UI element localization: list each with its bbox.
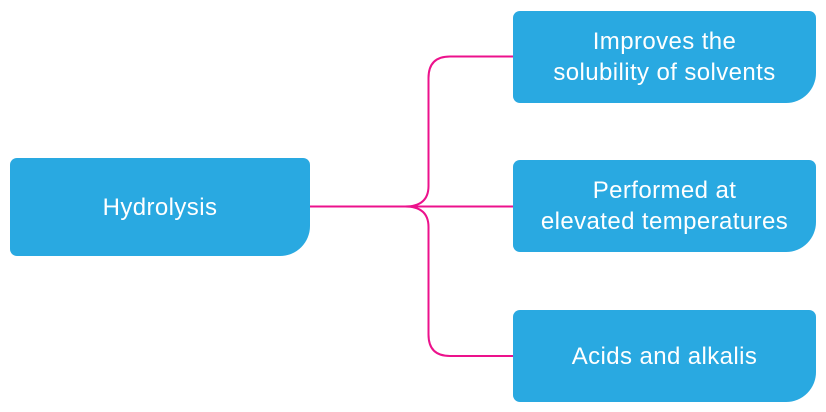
node-elevated-temperatures[interactable]: Performed at elevated temperatures bbox=[513, 160, 816, 252]
connector-root-to-top bbox=[404, 55, 514, 208]
node-label-line: Performed at bbox=[592, 177, 737, 204]
connector-root-to-bottom bbox=[404, 205, 514, 357]
node-acids-alkalis[interactable]: Acids and alkalis bbox=[513, 310, 816, 402]
node-label-line: elevated temperatures bbox=[540, 208, 789, 235]
node-improves-solubility[interactable]: Improves the solubility of solvents bbox=[513, 11, 816, 103]
node-hydrolysis[interactable]: Hydrolysis bbox=[10, 158, 310, 256]
node-label-line: solubility of solvents bbox=[553, 59, 776, 86]
node-label-line: Improves the bbox=[592, 28, 737, 55]
node-label: Hydrolysis bbox=[102, 193, 218, 221]
node-label-line: Acids and alkalis bbox=[571, 342, 758, 370]
